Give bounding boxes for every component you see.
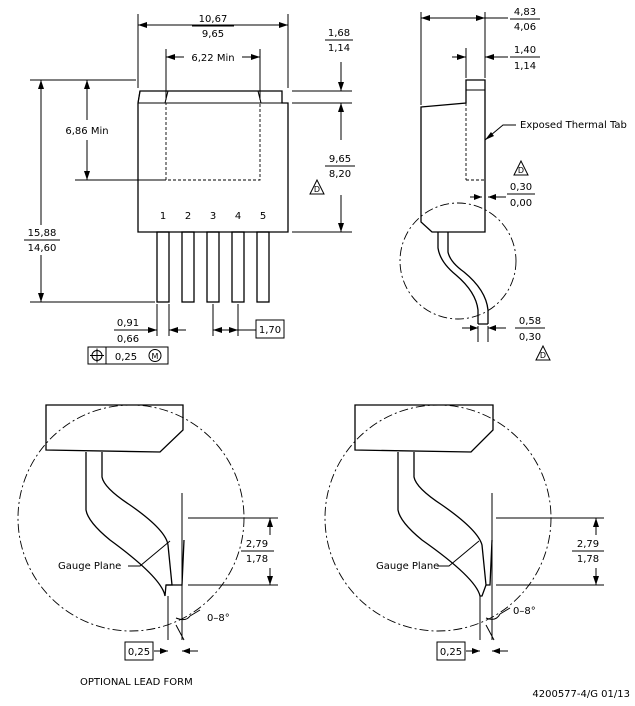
tab-min-width: 6,22 Min: [191, 53, 234, 64]
gauge-plane-label-left: Gauge Plane: [58, 561, 121, 572]
lead-form-detail-right: Gauge Plane 2,79 1,78 0–8° 0,25: [324, 404, 604, 661]
lead-width-min: 0,66: [117, 334, 139, 345]
leads: [156, 231, 270, 303]
pin-4-label: 4: [235, 211, 241, 222]
tab-thickness-min: 1,14: [514, 61, 536, 72]
tab-flat-min: 6,86 Min: [65, 126, 108, 137]
svg-text:D: D: [518, 166, 524, 175]
position-tolerance-frame: 0,25 M: [87, 346, 169, 365]
angle-arc-left: [175, 615, 191, 621]
angle-arc-right: [485, 613, 501, 620]
drawing-number: 4200577-4/G 01/13: [532, 689, 630, 700]
form-angle-right: 0–8°: [513, 606, 536, 617]
lead-width-max: 0,91: [117, 318, 139, 329]
gauge-offset-right: 0,25: [440, 647, 462, 658]
form-height-min-left: 1,78: [246, 554, 268, 565]
exposed-tab-label: Exposed Thermal Tab: [520, 120, 627, 131]
lead-pitch: 1,70: [259, 325, 281, 336]
top-width-min: 9,65: [202, 29, 224, 40]
position-tolerance-value: 0,25: [115, 352, 137, 363]
top-view: 1 2 3 4 5 10,67 9,65 6,22 Min 1,68 1,14: [24, 14, 355, 365]
svg-text:D: D: [314, 185, 320, 194]
form-height-max-right: 2,79: [577, 539, 599, 550]
pin-1-label: 1: [160, 211, 166, 222]
gauge-plane-label-right: Gauge Plane: [376, 561, 439, 572]
detail-circle: [399, 202, 517, 320]
lead-pitch-box: [255, 319, 285, 339]
pin-5-label: 5: [260, 211, 266, 222]
top-width-max: 10,67: [199, 14, 228, 25]
gauge-offset-box-right: [436, 641, 466, 661]
side-view: 4,83 4,06 1,40 1,14 Exposed Thermal Tab …: [399, 7, 627, 361]
form-angle-left: 0–8°: [207, 613, 230, 624]
standoff-max: 0,30: [510, 182, 532, 193]
lead-form-detail-left: Gauge Plane 2,79 1,78 0–8° 0,25: [17, 404, 278, 661]
body-height-min: 8,20: [329, 169, 351, 180]
depth-min: 4,06: [514, 22, 536, 33]
depth-max: 4,83: [514, 7, 536, 18]
lead-thickness-max: 0,58: [519, 316, 541, 327]
pin-2-label: 2: [185, 211, 191, 222]
datum-d-symbol-side: D: [513, 159, 529, 176]
side-lead: [437, 232, 489, 325]
max-material-symbol: M: [152, 352, 159, 361]
form-height-max-left: 2,79: [246, 539, 268, 550]
gauge-plane-leader-right: [437, 540, 480, 567]
total-height-max: 15,88: [28, 228, 57, 239]
gauge-offset-box-left: [124, 641, 154, 661]
tab-thickness-max: 1,40: [514, 45, 536, 56]
datum-d-symbol: D: [309, 178, 325, 195]
standoff-min: 0,00: [510, 198, 532, 209]
gauge-plane-leader: [128, 540, 171, 567]
tab-height-min: 1,14: [328, 43, 350, 54]
hidden-tab-outline: [165, 102, 261, 181]
pin-3-label: 3: [210, 211, 216, 222]
body-height-max: 9,65: [329, 154, 351, 165]
datum-d-symbol-lead: D: [535, 344, 551, 361]
gauge-offset-left: 0,25: [128, 647, 150, 658]
side-body-outline: [420, 79, 486, 233]
total-height-min: 14,60: [28, 243, 57, 254]
lead-thickness-min: 0,30: [519, 332, 541, 343]
form-height-min-right: 1,78: [577, 554, 599, 565]
tab-height-max: 1,68: [328, 28, 350, 39]
svg-text:D: D: [540, 351, 546, 360]
optional-lead-form-caption: OPTIONAL LEAD FORM: [80, 677, 193, 688]
